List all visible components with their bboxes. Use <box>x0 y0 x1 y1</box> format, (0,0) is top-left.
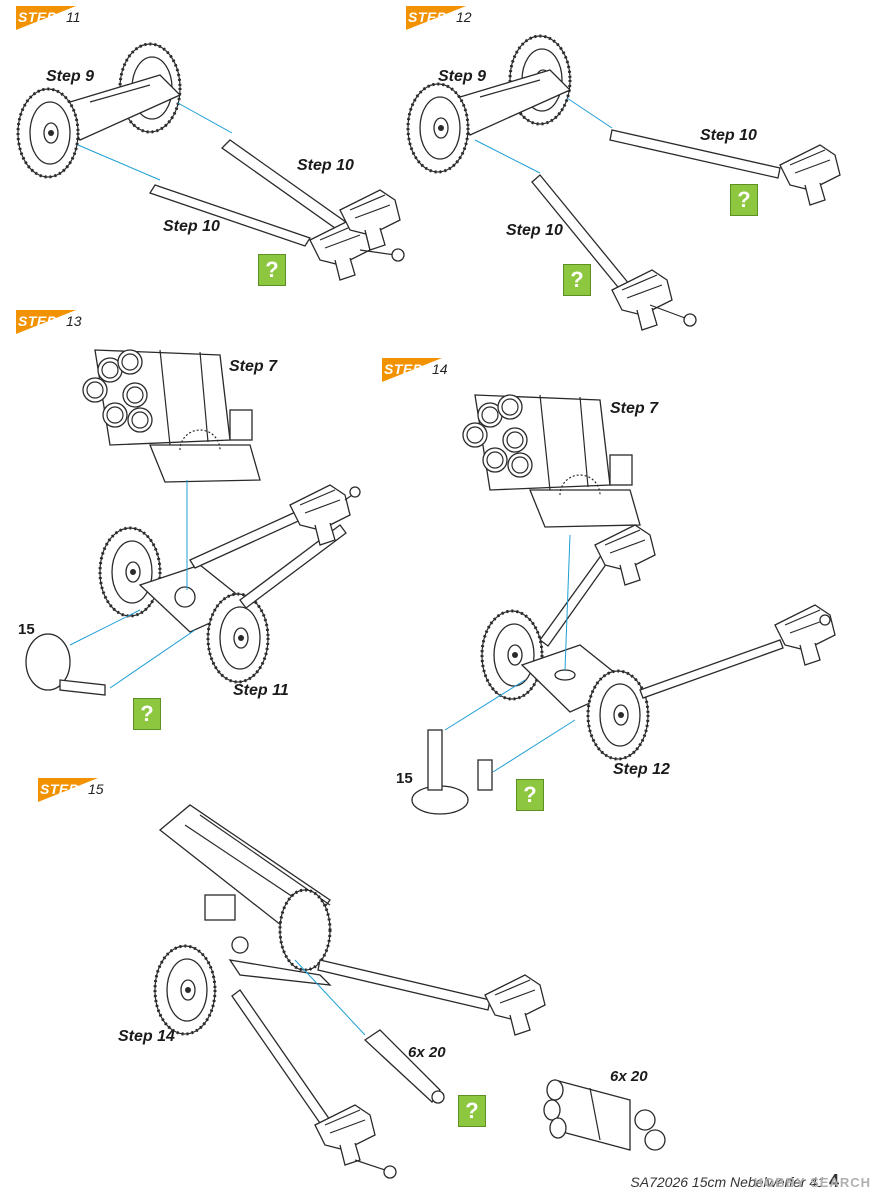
step-13-tag: STEP 13 <box>16 310 116 334</box>
step11-ref-step9: Step 9 <box>46 68 95 85</box>
step-number: 14 <box>432 361 448 377</box>
step-number: 13 <box>66 313 82 329</box>
step-word: STEP <box>18 9 57 25</box>
step12-illustration <box>406 34 841 331</box>
step-11-tag: STEP 11 <box>16 6 116 30</box>
step12-ref-step10-upper: Step 10 <box>700 127 757 144</box>
help-icon[interactable]: ? <box>730 184 758 216</box>
step-number: 15 <box>88 781 104 797</box>
help-icon[interactable]: ? <box>133 698 161 730</box>
step11-ref-step10-lower: Step 10 <box>163 218 220 235</box>
step14-part-number: 15 <box>396 770 413 787</box>
step15-ref-step14: Step 14 <box>118 1028 175 1045</box>
step-word: STEP <box>18 313 57 329</box>
step15-rocket-quantity: 6x 20 <box>408 1044 446 1061</box>
step-word: STEP <box>40 781 79 797</box>
step15-bundle-quantity: 6x 20 <box>610 1068 648 1085</box>
step-14-tag: STEP 14 <box>382 358 482 382</box>
step-tag-background <box>16 310 76 334</box>
help-icon[interactable]: ? <box>258 254 286 286</box>
page-number: 4 <box>828 1171 839 1191</box>
help-icon[interactable]: ? <box>458 1095 486 1127</box>
step11-ref-step10-upper: Step 10 <box>297 157 354 174</box>
step12-ref-step9: Step 9 <box>438 68 487 85</box>
step13-illustration <box>25 350 361 696</box>
step12-ref-step10-lower: Step 10 <box>506 222 563 239</box>
step-tag-background <box>38 778 98 802</box>
step13-ref-step7: Step 7 <box>229 358 278 375</box>
step-15-tag: STEP 15 <box>38 778 138 802</box>
step-tag-background <box>382 358 442 382</box>
step-number: 12 <box>456 9 472 25</box>
step11-illustration <box>16 42 405 281</box>
help-icon[interactable]: ? <box>516 779 544 811</box>
step-tag-background <box>16 6 76 30</box>
step14-ref-step12: Step 12 <box>613 761 670 778</box>
step-tag-background <box>406 6 466 30</box>
watermark: HOBBY SEARCH <box>753 1175 871 1190</box>
step13-part-number: 15 <box>18 621 35 638</box>
step-word: STEP <box>384 361 423 377</box>
rocket-bundle <box>543 1079 666 1151</box>
step-word: STEP <box>408 9 447 25</box>
step14-ref-step7: Step 7 <box>610 400 659 417</box>
step14-illustration <box>411 395 836 815</box>
step15-illustration <box>153 804 666 1179</box>
step-number: 11 <box>66 9 81 25</box>
step13-ref-step11: Step 11 <box>233 682 289 699</box>
help-icon[interactable]: ? <box>563 264 591 296</box>
step-12-tag: STEP 12 <box>406 6 506 30</box>
footer-product-text: SA72026 15cm Nebelwerfer 41 <box>630 1174 825 1190</box>
